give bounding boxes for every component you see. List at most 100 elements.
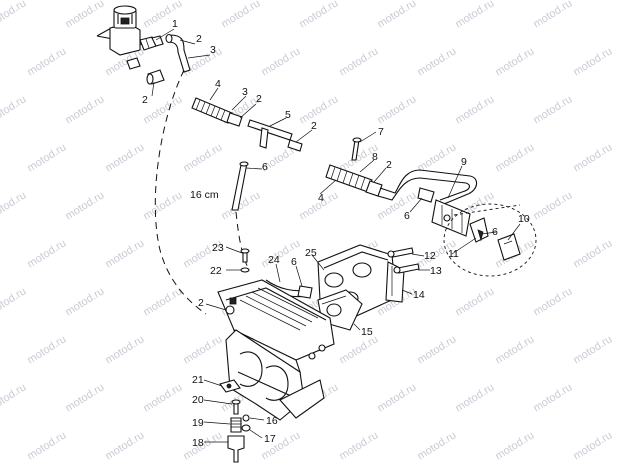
callout-20: 20: [192, 394, 204, 406]
return-hose-left: [154, 69, 207, 315]
callout-6a: 6: [262, 161, 268, 173]
watermark-text: motod.ru: [415, 429, 458, 462]
callout-2e: 2: [386, 159, 392, 171]
leader-lines: [151, 28, 521, 443]
callout-6c: 6: [492, 226, 498, 238]
bolts-12-13: [387, 247, 420, 274]
callout-17: 17: [264, 433, 276, 445]
watermark-text: motod.ru: [141, 189, 184, 222]
watermark-text: motod.ru: [103, 429, 146, 462]
callout-23: 23: [212, 242, 224, 254]
callout-6b: 6: [404, 210, 410, 222]
return-hose-right: [235, 211, 249, 269]
bolt-7: [351, 137, 362, 161]
callout-2a: 2: [196, 33, 202, 45]
callout-7: 7: [378, 126, 384, 138]
callout-8: 8: [372, 151, 378, 163]
watermark-text: motod.ru: [453, 381, 496, 414]
callout-22: 22: [210, 265, 222, 277]
callout-10: 10: [518, 213, 530, 225]
callout-18: 18: [192, 437, 204, 449]
watermark-text: motod.ru: [493, 429, 536, 462]
callout-3a: 3: [210, 44, 216, 56]
callout-15: 15: [361, 326, 373, 338]
watermark-text: motod.ru: [25, 429, 68, 462]
callout-16: 16: [266, 415, 278, 427]
watermark-text: motod.ru: [493, 45, 536, 78]
watermark-text: motod.ru: [25, 333, 68, 366]
cylinder-block: [217, 279, 335, 421]
callout-21: 21: [192, 374, 204, 386]
watermark-text: motod.ru: [415, 141, 458, 174]
callout-24: 24: [268, 254, 280, 266]
screw-23: [240, 248, 250, 273]
oil-pump-bracket: [431, 199, 537, 277]
watermark-text: motod.ru: [0, 0, 28, 31]
watermark-text: motod.ru: [25, 45, 68, 78]
watermark-text: motod.ru: [63, 189, 106, 222]
watermark-text: motod.ru: [531, 0, 574, 31]
watermark-text: motod.ru: [453, 0, 496, 31]
callout-13: 13: [430, 265, 442, 277]
watermark-text: motod.ru: [493, 141, 536, 174]
watermark-text: motod.ru: [493, 333, 536, 366]
watermark-text: motod.ru: [571, 237, 614, 270]
watermark-text: motod.ru: [571, 333, 614, 366]
callout-25: 25: [305, 247, 317, 259]
watermark-text: motod.ru: [0, 285, 28, 318]
callout-5: 5: [285, 109, 291, 121]
callout-11: 11: [448, 248, 459, 260]
watermark-text: motod.ru: [103, 141, 146, 174]
watermark-text: motod.ru: [141, 285, 184, 318]
callout-19: 19: [192, 417, 204, 429]
callout-2d: 2: [311, 120, 317, 132]
callout-14: 14: [413, 289, 425, 301]
watermark-text: motod.ru: [531, 381, 574, 414]
fitting-1: [139, 35, 164, 51]
watermark-text: motod.ru: [375, 0, 418, 31]
watermark-text: motod.ru: [531, 189, 574, 222]
watermark-text: motod.ru: [337, 429, 380, 462]
watermark-text: motod.ru: [141, 381, 184, 414]
watermark-text: motod.ru: [375, 189, 418, 222]
callout-2c: 2: [256, 93, 262, 105]
watermark-text: motod.ru: [375, 381, 418, 414]
length-note: 16 cm: [190, 189, 219, 201]
watermark-text: motod.ru: [531, 285, 574, 318]
watermark-text: motod.ru: [571, 141, 614, 174]
watermark-text: motod.ru: [415, 333, 458, 366]
watermark-text: motod.ru: [259, 45, 302, 78]
callout-9: 9: [461, 156, 467, 168]
watermark-text: motod.ru: [181, 333, 224, 366]
callout-3b: 3: [242, 86, 248, 98]
watermark-text: motod.ru: [219, 0, 262, 31]
watermark-text: motod.ru: [25, 141, 68, 174]
watermark-text: motod.ru: [25, 237, 68, 270]
watermark-text: motod.ru: [63, 285, 106, 318]
oil-line-upper: [191, 97, 303, 152]
watermark-text: motod.ru: [375, 93, 418, 126]
watermark-text: motod.ru: [63, 0, 106, 31]
watermark-text: motod.ru: [0, 189, 28, 222]
callout-4b: 4: [318, 192, 324, 204]
callouts: 1 2 3 2 4 3 2 5 2 6 7 8 2 4 9 6 10 6 11 …: [142, 18, 530, 449]
watermark-text: motod.ru: [337, 333, 380, 366]
watermark-text: motod.ru: [415, 45, 458, 78]
watermark-text: motod.ru: [453, 285, 496, 318]
watermark-text: motod.ru: [571, 429, 614, 462]
watermark-text: motod.ru: [103, 237, 146, 270]
watermark-text: motod.ru: [0, 93, 28, 126]
callout-1: 1: [172, 18, 178, 30]
watermark-text: motod.ru: [337, 45, 380, 78]
watermark-text: motod.ru: [181, 141, 224, 174]
hose-group-top: [126, 33, 191, 85]
oil-pump: [96, 5, 151, 56]
watermark-text: motod.ru: [453, 93, 496, 126]
watermark-text: motod.ru: [297, 0, 340, 31]
watermark-text: motod.ru: [63, 381, 106, 414]
watermark-text: motod.ru: [297, 93, 340, 126]
watermark-text: motod.ru: [531, 93, 574, 126]
callout-6d: 6: [291, 256, 297, 268]
bleed-screw-assembly: [219, 379, 251, 463]
